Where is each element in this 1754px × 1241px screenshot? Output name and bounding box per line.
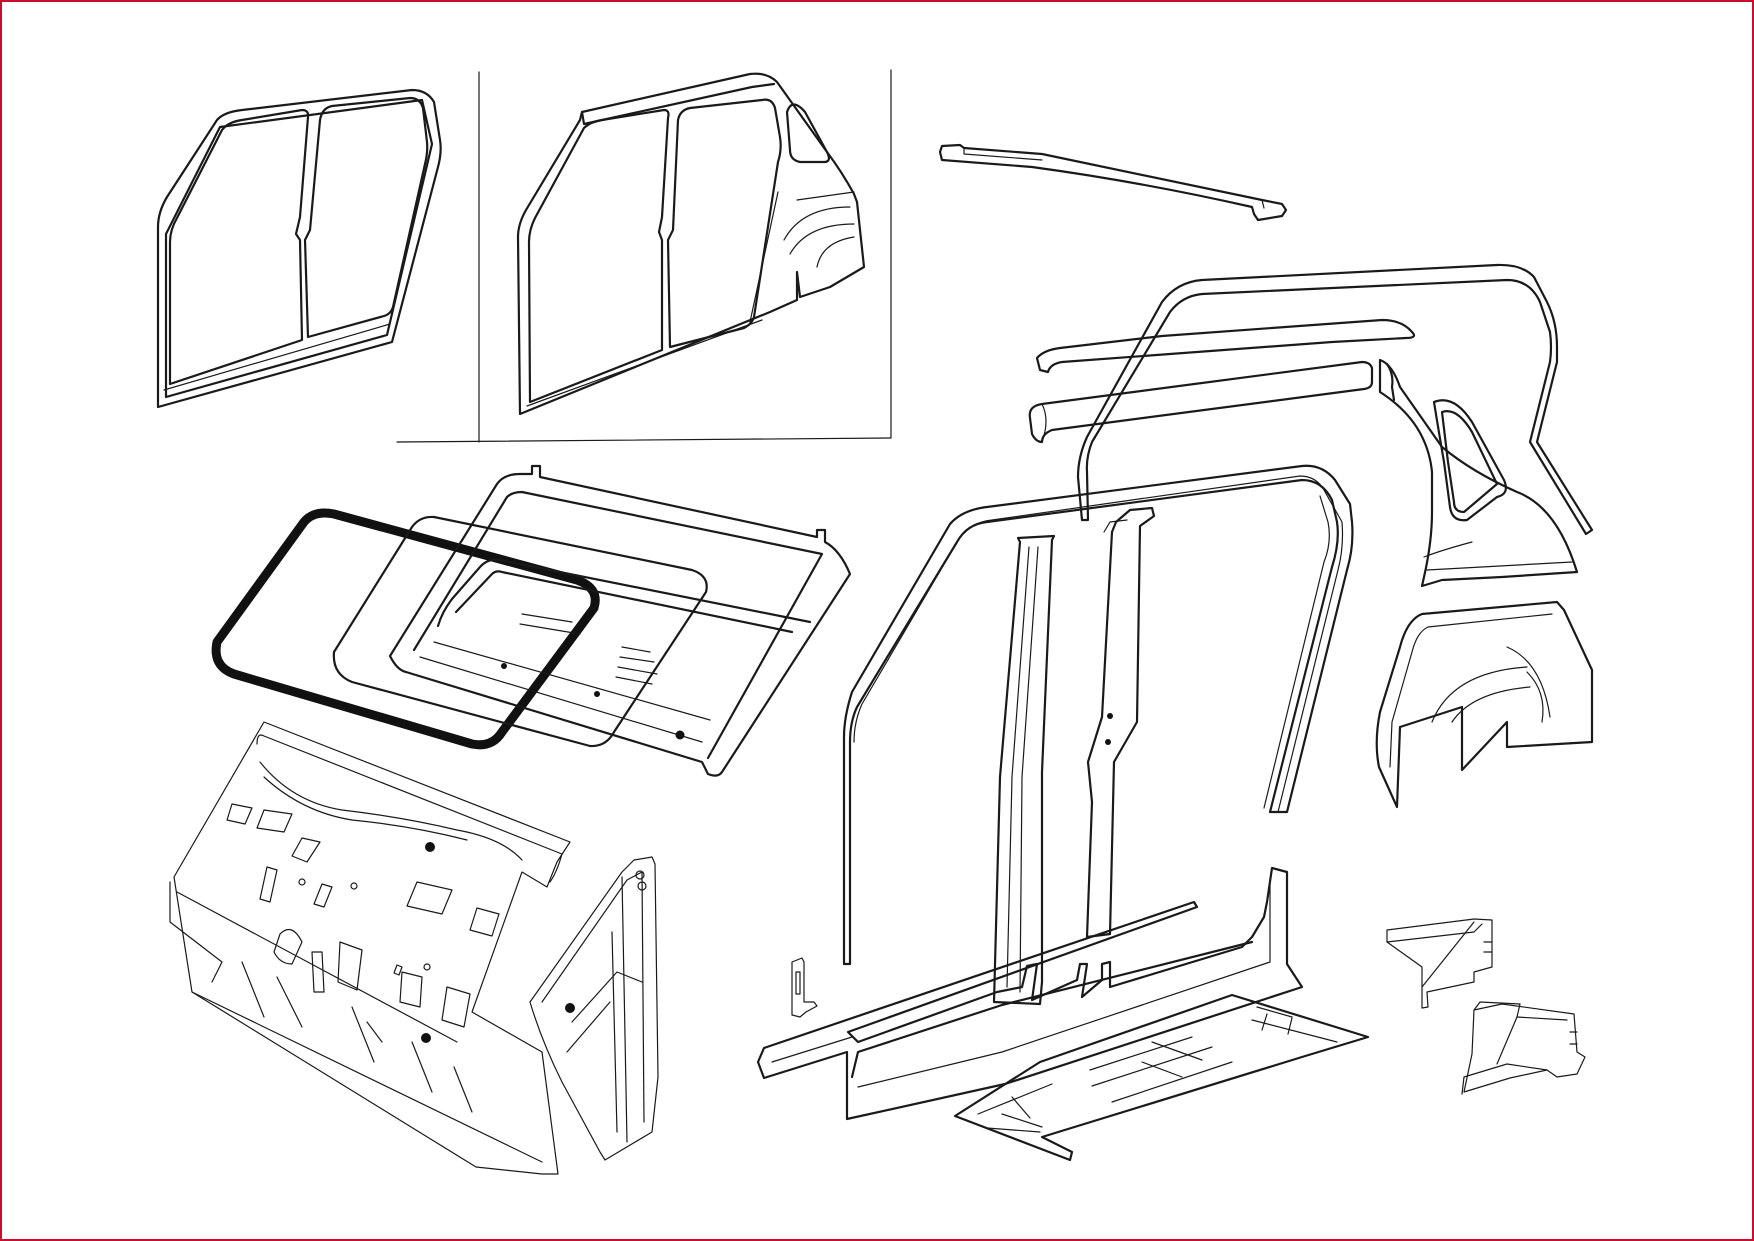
small-bracket[interactable] [791,957,818,1018]
corner-bracket-lower[interactable] [1461,1001,1586,1095]
firewall-assembly[interactable] [169,721,571,1175]
corner-bracket-upper[interactable] [1386,918,1493,1009]
panel-divider-lines [396,69,892,443]
outer-side-panel[interactable] [516,72,866,416]
inner-door-frame[interactable] [156,88,442,409]
door-aperture-frame[interactable] [842,464,1354,966]
wheel-arch[interactable] [1375,600,1594,809]
window-glass[interactable] [332,515,708,748]
b-pillar-outer[interactable] [1085,506,1156,939]
roof-rail-strip[interactable] [938,143,1288,222]
roof-side-rails[interactable] [1028,318,1416,444]
quarter-panel-inner[interactable] [1378,358,1579,588]
window-seal[interactable] [211,508,600,750]
a-pillar-brace[interactable] [529,856,659,1161]
b-pillar-inner[interactable] [992,534,1056,1006]
sill-panel[interactable] [756,866,1304,1121]
rear-window-panel[interactable] [388,464,852,777]
floor-pan[interactable] [953,993,1370,1162]
roof-arch-frame[interactable] [1076,263,1594,536]
